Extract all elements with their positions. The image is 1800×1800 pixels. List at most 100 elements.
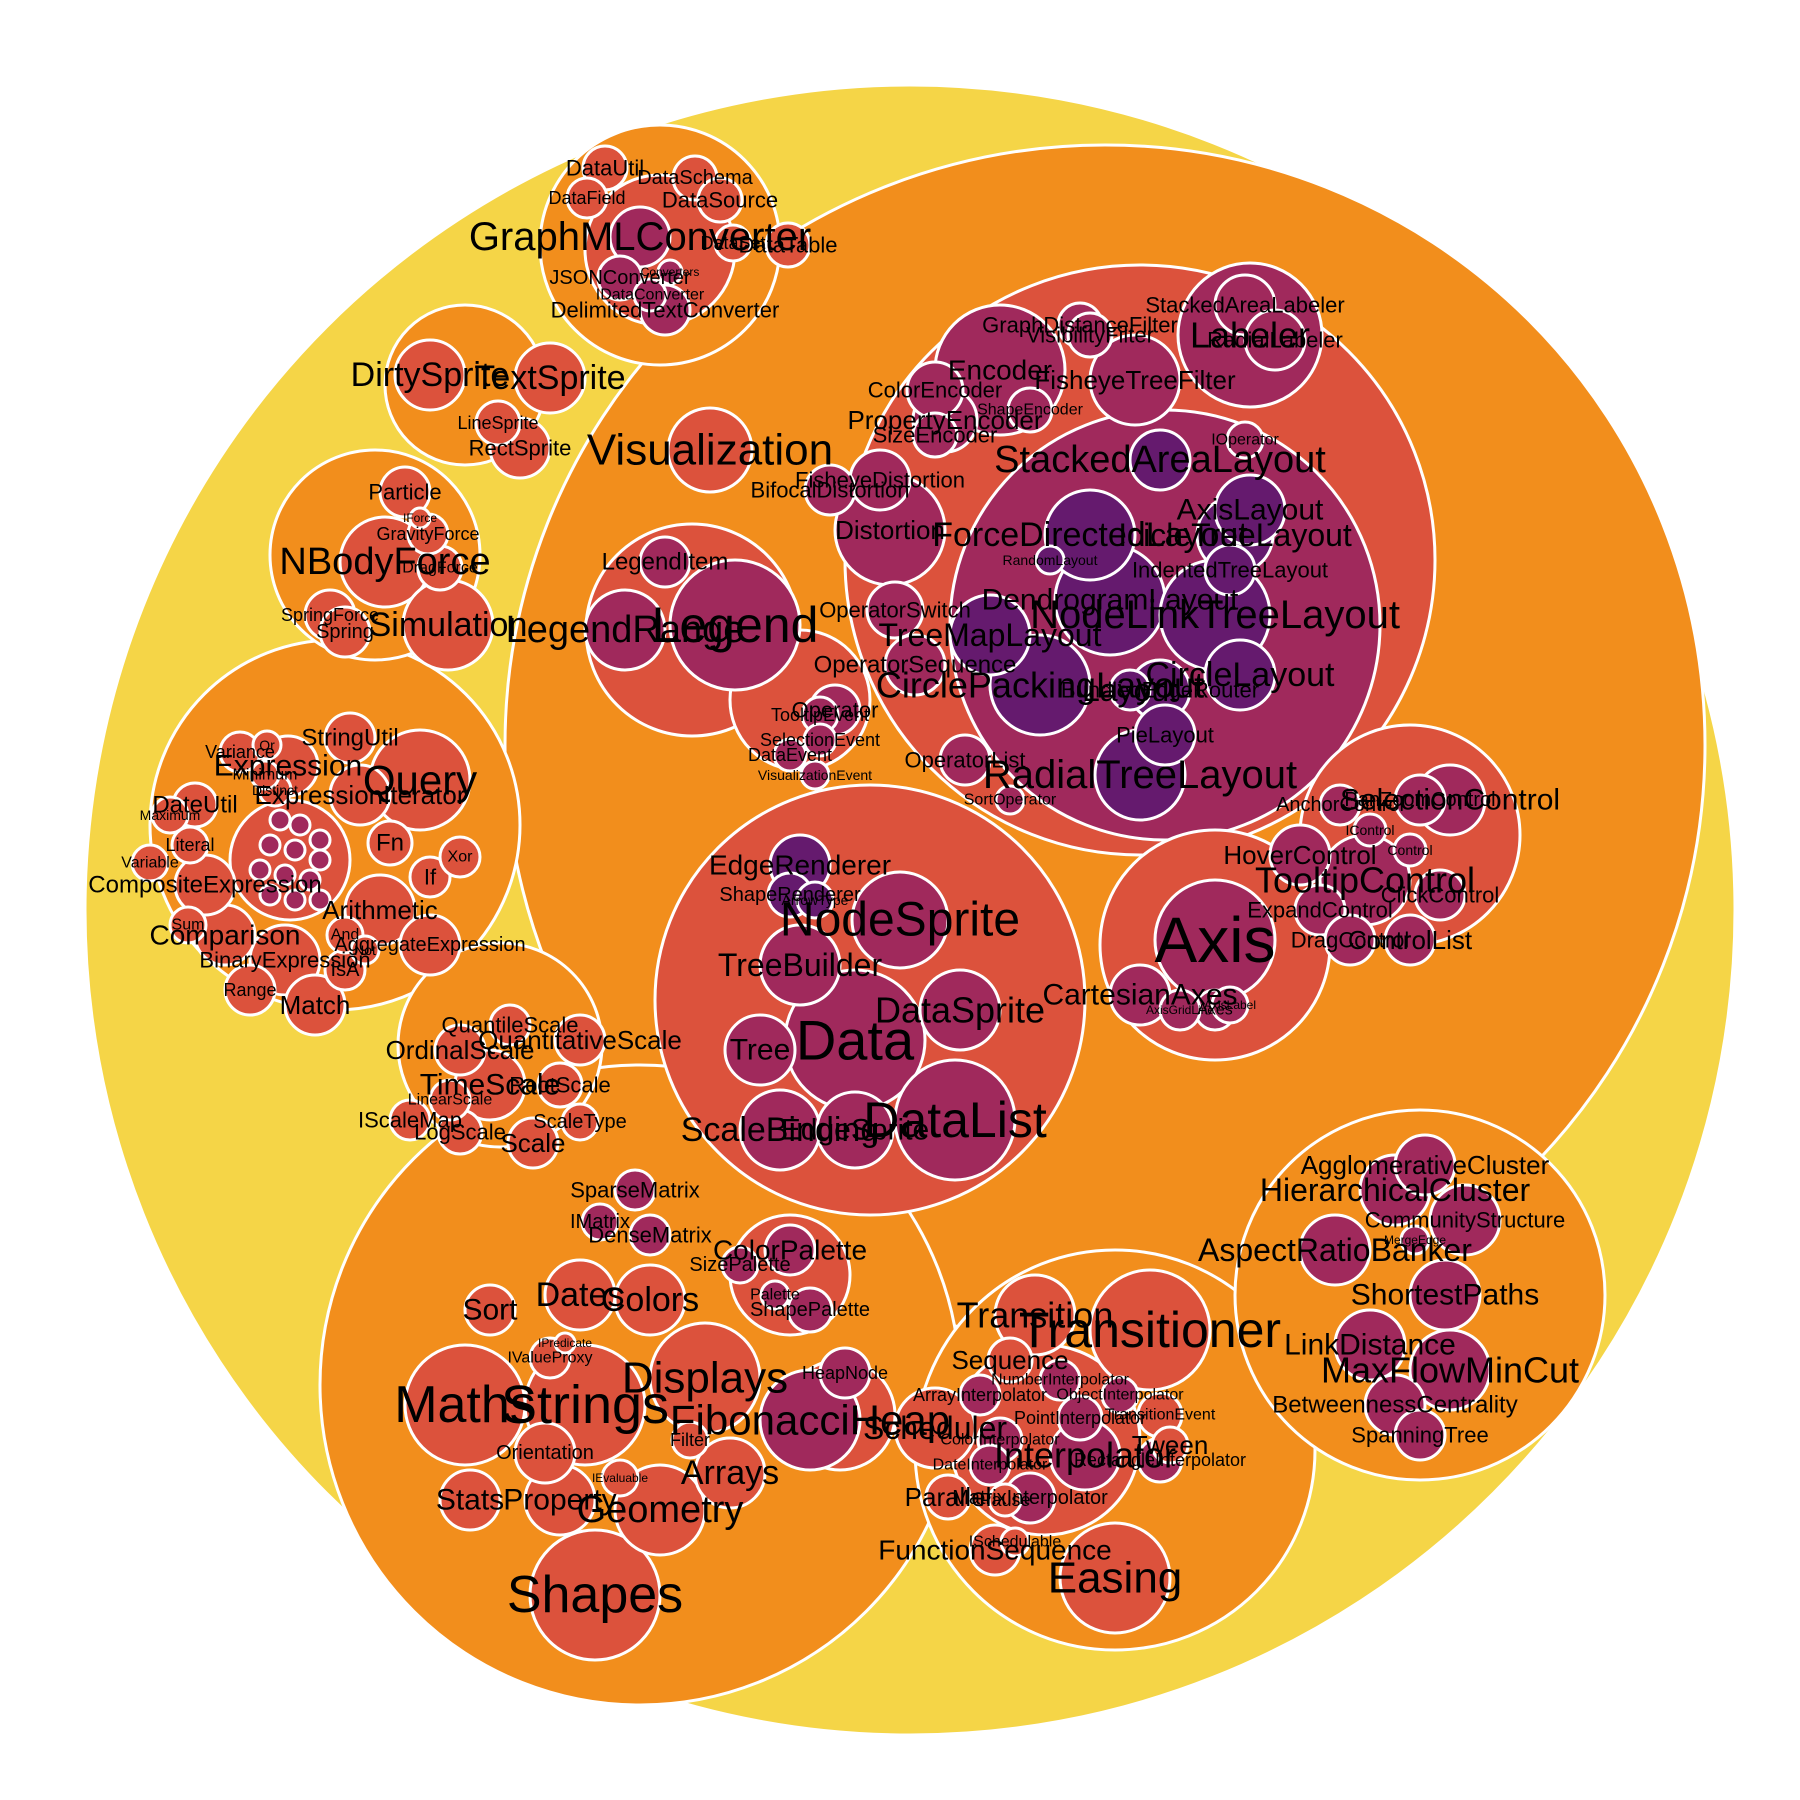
circle-op-sort (994, 784, 1026, 816)
label-an-pointinterp: PointInterpolator (1014, 1408, 1146, 1428)
circle-ut-sizepal (720, 1245, 760, 1285)
label-op-stackedlabel: StackedAreaLabeler (1145, 293, 1344, 318)
circle-dt-dataset (713, 223, 753, 263)
label-op-radiallabel: RadialLabeler (1207, 328, 1343, 353)
circle-m-3 (308, 828, 332, 852)
circle-m-6 (308, 848, 332, 872)
label-ev-selection: SelectionEvent (760, 730, 880, 750)
circle-ut-colorpal (763, 1223, 817, 1277)
circle-ly-circle (1203, 638, 1277, 712)
circle-m-7 (248, 858, 272, 882)
label-ut-colors: Colors (601, 1281, 699, 1319)
circle-layer (83, 83, 1737, 1737)
circle-ut-geometry (613, 1463, 707, 1557)
label-ly-layout: Layout (1082, 672, 1178, 708)
circle-an-dateinterp (968, 1443, 1012, 1487)
label-ct-select: SelectionControl (1340, 784, 1560, 817)
label-ut-dates: Dates (536, 1276, 625, 1314)
circle-m-11 (283, 888, 307, 912)
label-sc-time: TimeScale (420, 1069, 561, 1102)
label-ds-dirty: DirtySprite (351, 356, 510, 394)
circle-ly-axis (1213, 473, 1287, 547)
circle-vd-nodesprite (850, 870, 950, 970)
label-lg-legenditem: LegendItem (602, 549, 729, 576)
circle-dt-datatable (764, 221, 812, 269)
label-an-matrixinterp: MatrixInterpolator (952, 1487, 1108, 1509)
label-op-propenc: PropertyEncoder (847, 405, 1042, 435)
label-q-range: Range (223, 980, 276, 1000)
label-an2-shortest: ShortestPaths (1351, 1279, 1539, 1312)
circle-ly-force (1043, 488, 1137, 582)
label-dt-dataschema: DataSchema (637, 167, 753, 189)
label-ct-expand: ExpandControl (1247, 898, 1393, 923)
label-ut-filter: Filter (670, 1430, 710, 1450)
label-q-minimum: Minimum (233, 767, 298, 784)
circle-q-maximum (150, 795, 190, 835)
circle-ev-vis (799, 759, 831, 791)
label-ax-axes: Axes (1197, 1002, 1233, 1019)
label-an-easing: Easing (1048, 1554, 1183, 1603)
circle-m-9 (298, 868, 322, 892)
label-op-opsequence: OperatorSequence (814, 652, 1017, 679)
circle-ut-sort (463, 1283, 517, 1337)
label-layer: VisualizationLabelerEncoderFisheyeTreeFi… (88, 156, 1579, 1625)
circle-vd-arrowtype (795, 880, 835, 920)
circle-ut-sparse (613, 1168, 657, 1212)
circle-an2-aspect (1298, 1213, 1372, 1287)
circle-m-4 (258, 833, 282, 857)
label-ly-random: RandomLayout (1003, 552, 1098, 568)
label-ut-displays: Displays (622, 1354, 788, 1403)
label-ut-fibheap: FibonacciHeap (670, 1397, 950, 1444)
circle-ly-layout (1108, 668, 1152, 712)
label-vd-edgerenderer: EdgeRenderer (709, 850, 891, 881)
label-vd-shaperenderer: ShapeRenderer (719, 884, 861, 906)
label-vd-treebuilder: TreeBuilder (718, 947, 883, 983)
circle-q-range (223, 963, 277, 1017)
circle-sc-quantile (488, 1003, 532, 1047)
circle-ly-pie (1133, 703, 1197, 767)
label-ds-text: TextSprite (474, 359, 625, 397)
label-ph-sim: Simulation (369, 606, 528, 644)
label-an2-maxflow: MaxFlowMinCut (1321, 1350, 1579, 1391)
label-an2-mergeedge: MergeEdge (1384, 1233, 1446, 1247)
circle-q-match (283, 973, 347, 1037)
circle-q-literal (170, 825, 210, 865)
label-dt-converterslbl: Converters (641, 265, 700, 279)
label-op-colorenc: ColorEncoder (868, 378, 1003, 403)
label-sc-scale: Scale (500, 1128, 565, 1158)
circle-op-radiallabel (1243, 308, 1307, 372)
circle-ct-drag (1323, 913, 1377, 967)
circle-q-not (349, 934, 381, 966)
circle-ds-dirty (393, 338, 467, 412)
circle-op-ioperator (1225, 420, 1265, 460)
label-ct-click: ClickControl (1381, 883, 1500, 908)
label-an2-betweenness: BetweennessCentrality (1272, 1392, 1517, 1419)
label-op-distortion: Distortion (835, 515, 945, 545)
circle-ut-shapepal (786, 1286, 834, 1334)
label-ut-palettelbl: Palette (750, 1287, 800, 1304)
label-q-arith: Arithmetic (322, 895, 438, 925)
label-q-literal: Literal (165, 835, 214, 855)
circle-ut-ievaluable (600, 1458, 640, 1498)
label-vd-data: Data (796, 1009, 915, 1072)
label-ut-dense: DenseMatrix (588, 1223, 711, 1248)
label-an-dateinterp: DateInterpolator (933, 1457, 1048, 1474)
label-ct-control: Control (1387, 842, 1432, 858)
circle-ut-imatrix (580, 1202, 620, 1242)
label-ct-pan: PanZoomControl (1344, 789, 1495, 811)
label-ut-sizepal: SizePalette (689, 1254, 790, 1276)
label-ev-data: DataEvent (748, 745, 832, 765)
circle-vd-tree (723, 1013, 797, 1087)
circle-ct-pan (1393, 773, 1447, 827)
label-ev-vis: VisualizationEvent (758, 767, 872, 783)
label-q-variance: Variance (205, 742, 275, 762)
label-ut-ivalueproxy: IValueProxy (507, 1350, 592, 1367)
circle-ct-control (1392, 832, 1428, 868)
label-an-pause: Pause (979, 1490, 1030, 1510)
circle-lg-legenditem (638, 535, 692, 589)
label-op-sort: SortOperator (964, 792, 1057, 809)
circle-ct-list (1383, 913, 1437, 967)
label-dt-graphml: GraphMLConverter (469, 215, 811, 259)
circle-ly-random (1034, 544, 1066, 576)
circle-ax-gridline (1158, 988, 1202, 1032)
